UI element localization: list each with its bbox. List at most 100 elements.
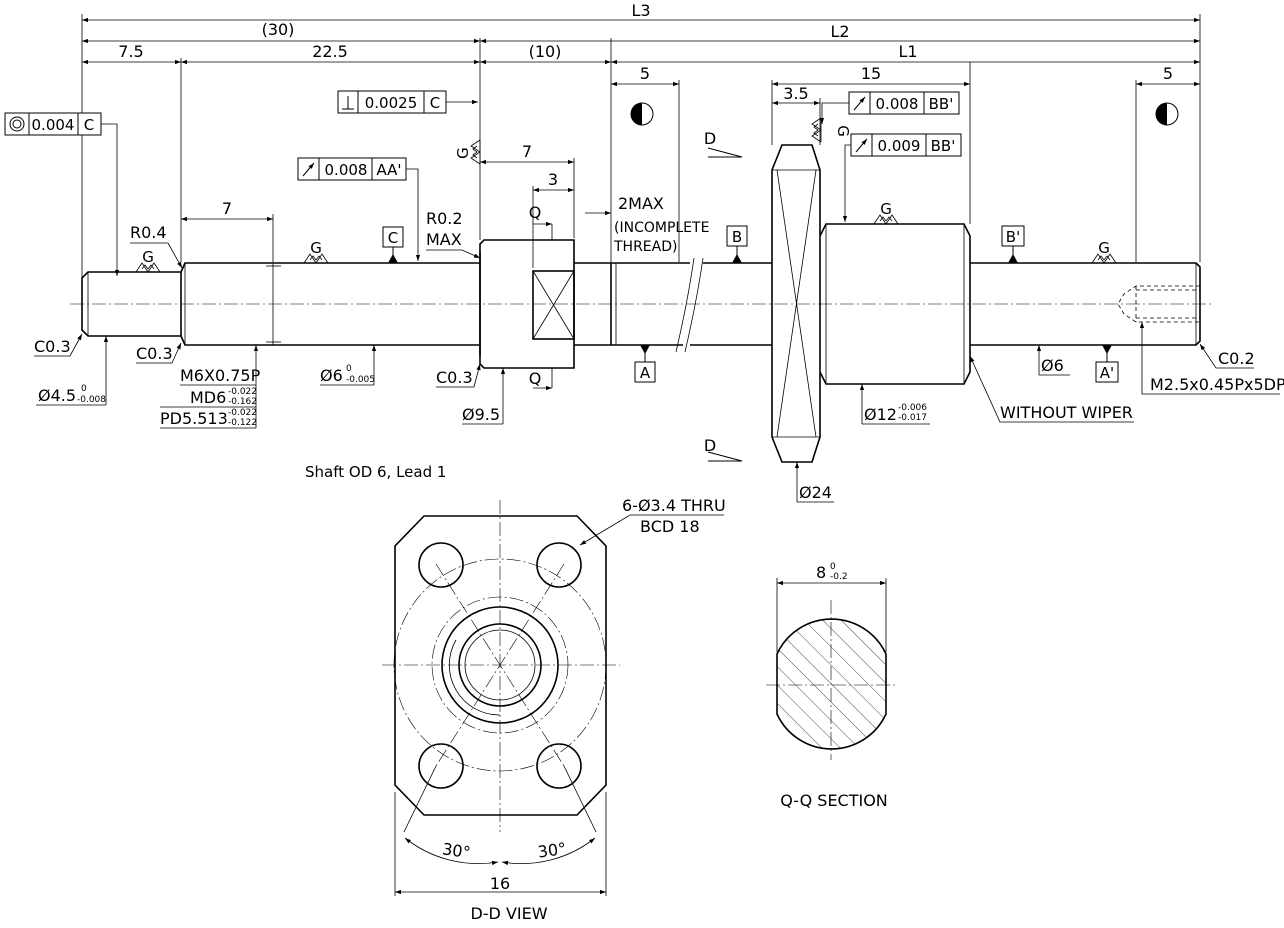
runout-icon	[855, 138, 868, 153]
half-circle-mark-left	[630, 102, 654, 126]
mount-hole	[418, 542, 464, 588]
angle-30-right: 30°	[537, 839, 568, 862]
datum-b-prime: B'	[1001, 225, 1025, 263]
dim-16: 16	[490, 874, 510, 893]
grind-mark-1: G	[142, 248, 154, 266]
perpendicularity-value: 0.0025	[365, 94, 418, 112]
bcd-note: BCD 18	[640, 517, 700, 536]
grind-mark-6: G	[1098, 239, 1110, 257]
radius-r02: R0.2	[426, 209, 463, 228]
dia-6-right: Ø6	[1041, 356, 1064, 375]
chamfer-c03-left: C0.3	[34, 337, 71, 356]
concentricity-icon	[9, 116, 25, 132]
svg-text:-0.022: -0.022	[228, 387, 257, 397]
dim-3: 3	[548, 170, 558, 189]
grind-mark-2: G	[310, 239, 322, 257]
runout-bb1-ref: BB'	[929, 95, 954, 113]
chamfer-c03-bearing: C0.3	[436, 368, 473, 387]
perpendicularity-frame: 0.0025 C	[337, 90, 478, 114]
dim-3-5: 3.5	[783, 84, 808, 103]
dim-7-5: 7.5	[118, 42, 143, 61]
thread-pd: PD5.513	[160, 409, 228, 428]
chamfer-c03-thread: C0.3	[136, 344, 173, 363]
dia-4-5: Ø4.5	[38, 386, 76, 405]
section-mark-d-bottom: D	[704, 436, 743, 462]
runout-bb2-ref: BB'	[931, 137, 956, 155]
svg-text:-0.005: -0.005	[346, 375, 375, 385]
svg-text:C: C	[388, 229, 398, 247]
dim-l1: L1	[898, 42, 917, 61]
svg-text:B': B'	[1006, 228, 1020, 246]
concentricity-value: 0.004	[32, 116, 75, 134]
thread-m6: M6X0.75P	[180, 366, 261, 385]
runout-aa-ref: AA'	[376, 161, 401, 179]
shaft-side-view	[70, 144, 1212, 463]
dim-30: (30)	[262, 20, 295, 39]
svg-text:D: D	[704, 129, 716, 148]
tapped-hole-m2-5: M2.5x0.45Px5DP	[1150, 375, 1284, 394]
dia-9-5: Ø9.5	[462, 405, 500, 424]
mount-hole	[536, 743, 582, 789]
datum-a-prime: A'	[1095, 345, 1119, 383]
svg-text:-0.008: -0.008	[77, 395, 106, 405]
dim-l3: L3	[631, 1, 650, 20]
qq-section-label: Q-Q SECTION	[780, 791, 888, 810]
incomplete-thread-line-1: (INCOMPLETE	[614, 220, 709, 236]
without-wiper-label: WITHOUT WIPER	[1000, 403, 1133, 422]
dim-10: (10)	[529, 42, 562, 61]
datum-c: C	[382, 226, 404, 263]
dim-15: 15	[861, 64, 881, 83]
dim-22-5: 22.5	[312, 42, 348, 61]
dim-7-bearing: 7	[522, 142, 532, 161]
svg-text:B: B	[732, 228, 742, 246]
dim-5-right: 5	[1163, 64, 1173, 83]
svg-text:0: 0	[346, 364, 352, 374]
runout-aa-value: 0.008	[325, 161, 368, 179]
dd-view-label: D-D VIEW	[470, 904, 547, 923]
svg-text:-0.006: -0.006	[898, 403, 927, 413]
dim-l2: L2	[830, 22, 849, 41]
dia-6-shaft: Ø6	[320, 366, 343, 385]
svg-text:D: D	[704, 436, 716, 455]
svg-text:0: 0	[830, 562, 836, 572]
svg-text:-0.162: -0.162	[228, 397, 257, 407]
incomplete-thread-line-2: THREAD)	[613, 239, 677, 255]
svg-text:-0.017: -0.017	[898, 413, 927, 423]
perpendicularity-icon	[342, 96, 354, 110]
dim-2max: 2MAX	[618, 194, 664, 213]
runout-bb-frame-2: 0.009 BB'	[842, 133, 962, 222]
runout-aa-frame: 0.008 AA'	[297, 157, 421, 261]
svg-text:0: 0	[81, 384, 87, 394]
runout-bb1-value: 0.008	[876, 95, 919, 113]
perpendicularity-ref: C	[430, 94, 440, 112]
half-circle-mark-right	[1155, 102, 1179, 126]
svg-text:-0.2: -0.2	[830, 572, 848, 582]
concentricity-frame: 0.004 C	[4, 112, 120, 276]
grind-mark-5: G	[880, 200, 892, 218]
grind-mark-3: G	[454, 147, 472, 159]
chamfer-c02: C0.2	[1218, 349, 1255, 368]
qq-section: 8 0 -0.2 Q-Q SECTION	[766, 562, 898, 810]
dia-12: Ø12	[864, 405, 897, 424]
grind-mark-4: G	[834, 125, 852, 137]
radius-r04: R0.4	[130, 223, 167, 242]
concentricity-ref: C	[84, 116, 94, 134]
datum-a: A	[634, 345, 656, 383]
runout-icon	[853, 96, 866, 111]
thread-md6: MD6	[190, 388, 226, 407]
shaft-annotations: 0.004 C 0.0025 C 0.008 AA'	[4, 90, 1284, 503]
runout-bb-frame-1: 0.008 BB'	[819, 91, 960, 124]
section-mark-q-top: Q	[529, 203, 542, 222]
angle-30-left: 30°	[441, 839, 472, 862]
holes-note: 6-Ø3.4 THRU	[622, 496, 726, 515]
dim-5-left: 5	[640, 64, 650, 83]
mount-hole	[418, 743, 464, 789]
dd-view: 6-Ø3.4 THRU BCD 18 16 30° 30° D-D VIEW	[382, 496, 726, 923]
section-mark-q-bottom: Q	[529, 369, 542, 388]
svg-text:-0.022: -0.022	[228, 408, 257, 418]
svg-text:A': A'	[1100, 364, 1114, 382]
part-note: Shaft OD 6, Lead 1	[305, 463, 446, 481]
mount-hole	[536, 542, 582, 588]
datum-b: B	[726, 225, 748, 263]
